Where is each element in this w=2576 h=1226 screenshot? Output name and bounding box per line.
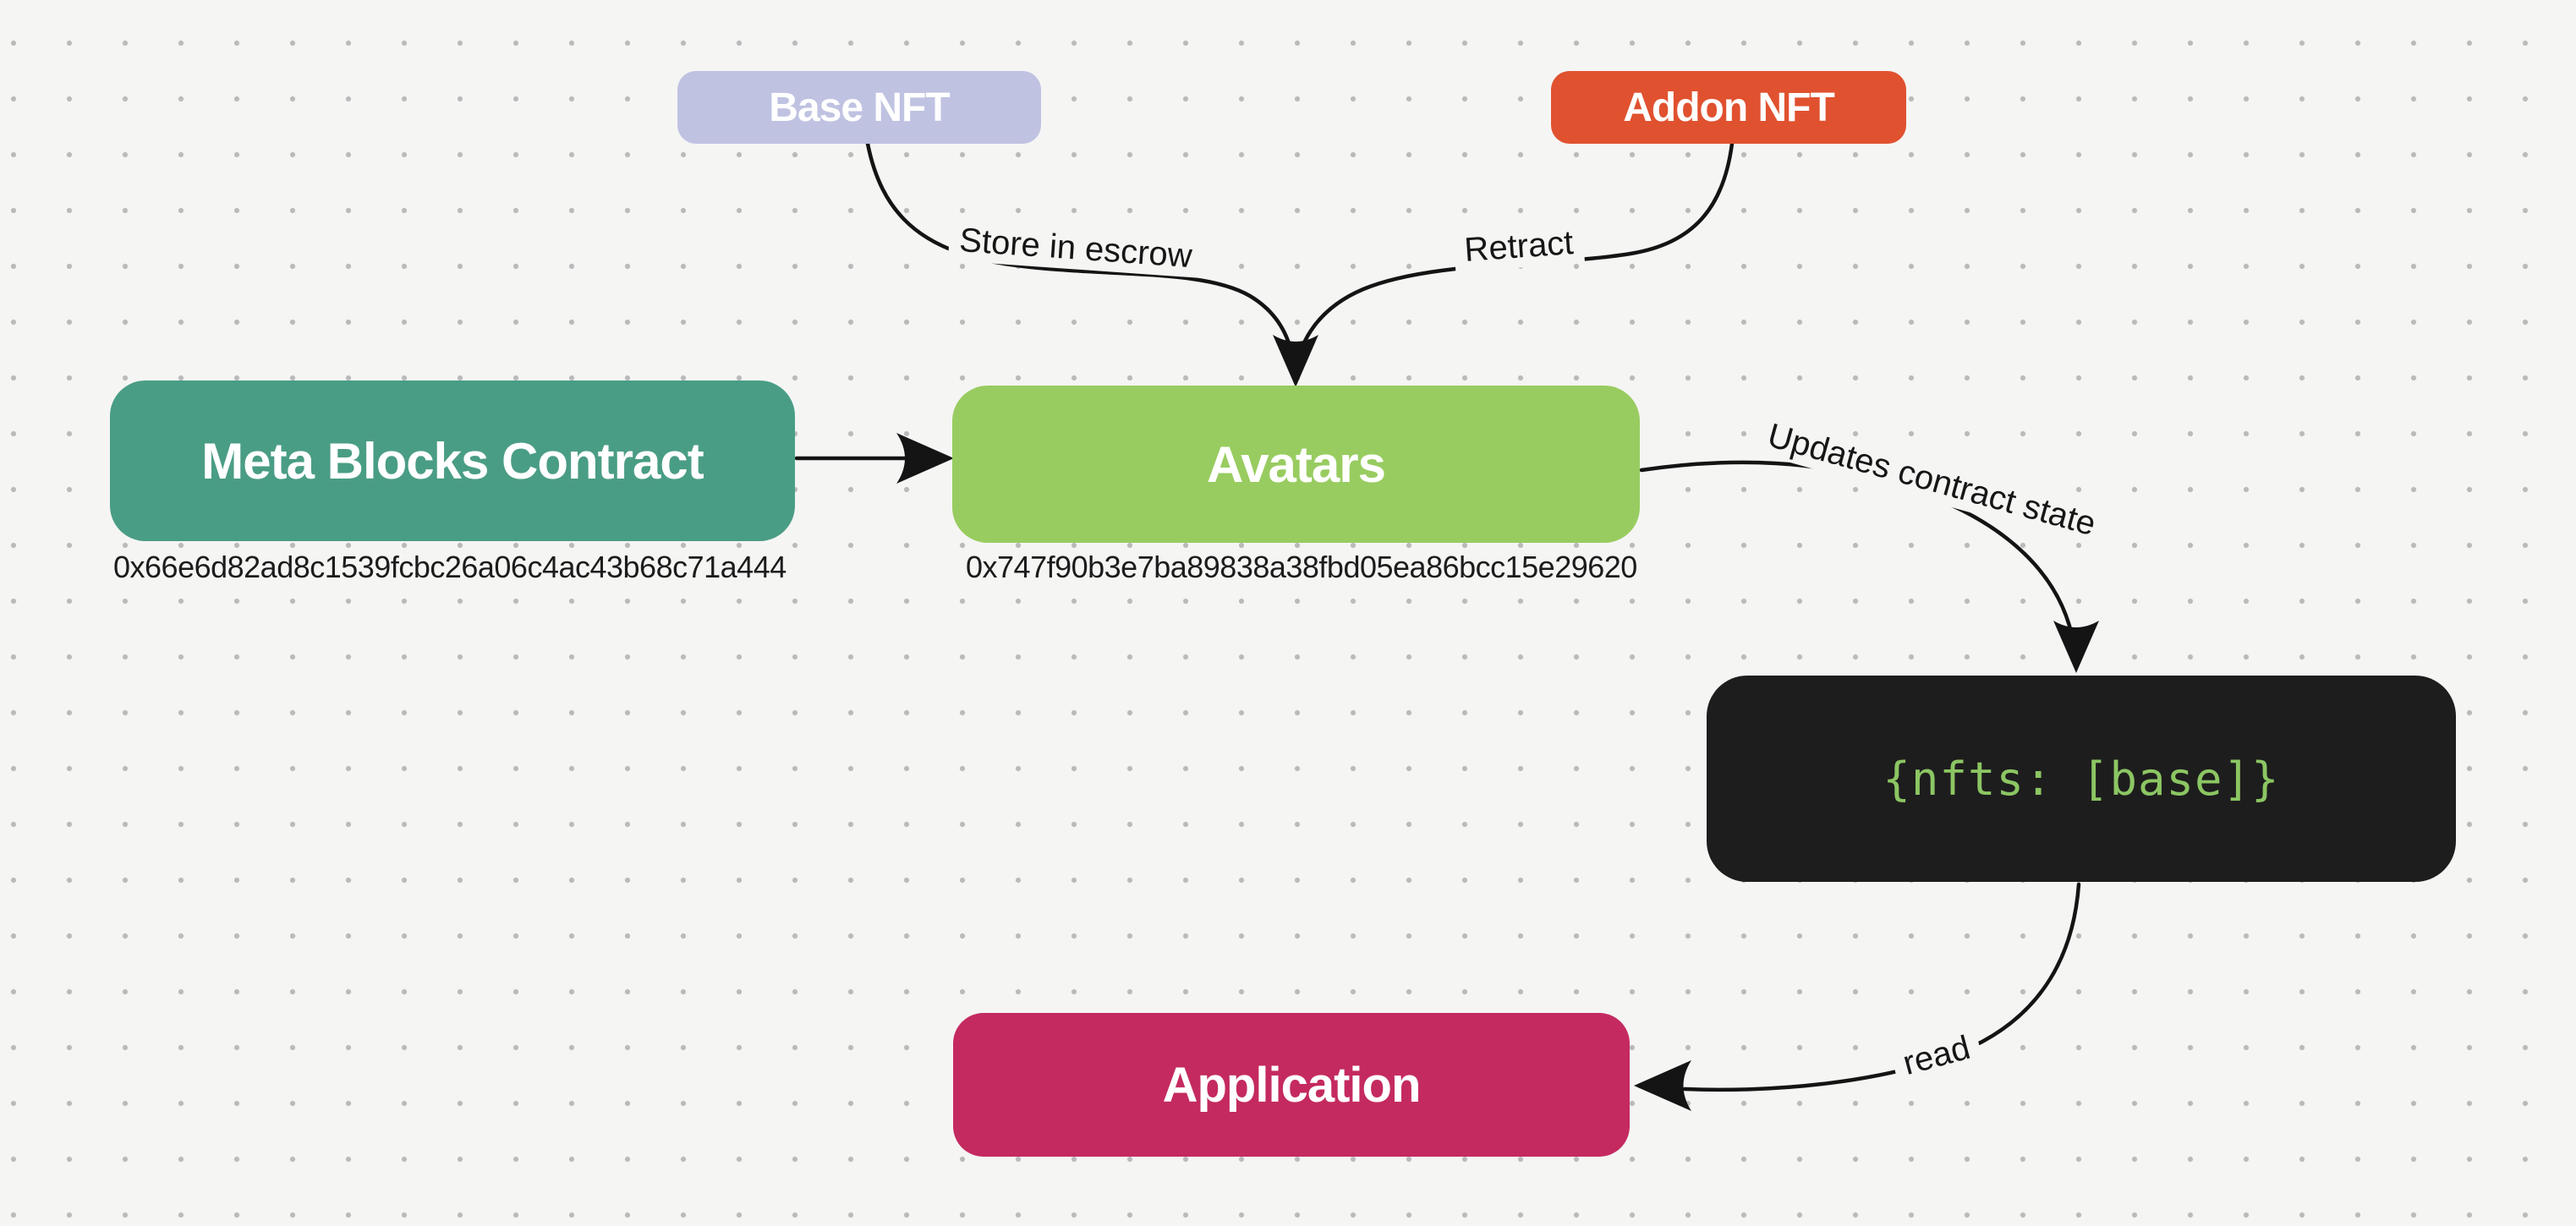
- node-meta-blocks-contract[interactable]: Meta Blocks Contract: [110, 380, 795, 541]
- node-base-nft[interactable]: Base NFT: [677, 71, 1041, 144]
- node-avatars-label: Avatars: [1207, 435, 1386, 493]
- edge-label-store-in-escrow: Store in escrow: [947, 219, 1204, 278]
- contract-state-code: {nfts: [base]}: [1883, 752, 2280, 806]
- edge-label-retract: Retract: [1453, 222, 1585, 272]
- node-avatars[interactable]: Avatars: [952, 386, 1640, 543]
- node-application[interactable]: Application: [953, 1013, 1630, 1157]
- node-contract-state[interactable]: {nfts: [base]}: [1707, 676, 2456, 882]
- arrowhead-into-state: [2053, 621, 2099, 673]
- avatars-address: 0x747f90b3e7ba89838a38fbd05ea86bcc15e296…: [966, 550, 1637, 584]
- arrowhead-into-application: [1634, 1060, 1691, 1111]
- node-meta-blocks-contract-label: Meta Blocks Contract: [201, 432, 704, 490]
- arrowhead-meta-to-avatars: [896, 433, 954, 484]
- node-application-label: Application: [1162, 1057, 1422, 1113]
- arrowhead-into-avatars: [1273, 335, 1318, 387]
- edge-label-updates-contract-state: Updates contract state: [1753, 412, 2110, 549]
- node-base-nft-label: Base NFT: [769, 85, 950, 130]
- meta-blocks-contract-address: 0x66e6d82ad8c1539fcbc26a06c4ac43b68c71a4…: [113, 550, 787, 584]
- node-addon-nft-label: Addon NFT: [1623, 85, 1835, 130]
- node-addon-nft[interactable]: Addon NFT: [1551, 71, 1906, 144]
- edge-label-read: read: [1888, 1024, 1985, 1088]
- edge-state-to-application: [1682, 882, 2081, 1092]
